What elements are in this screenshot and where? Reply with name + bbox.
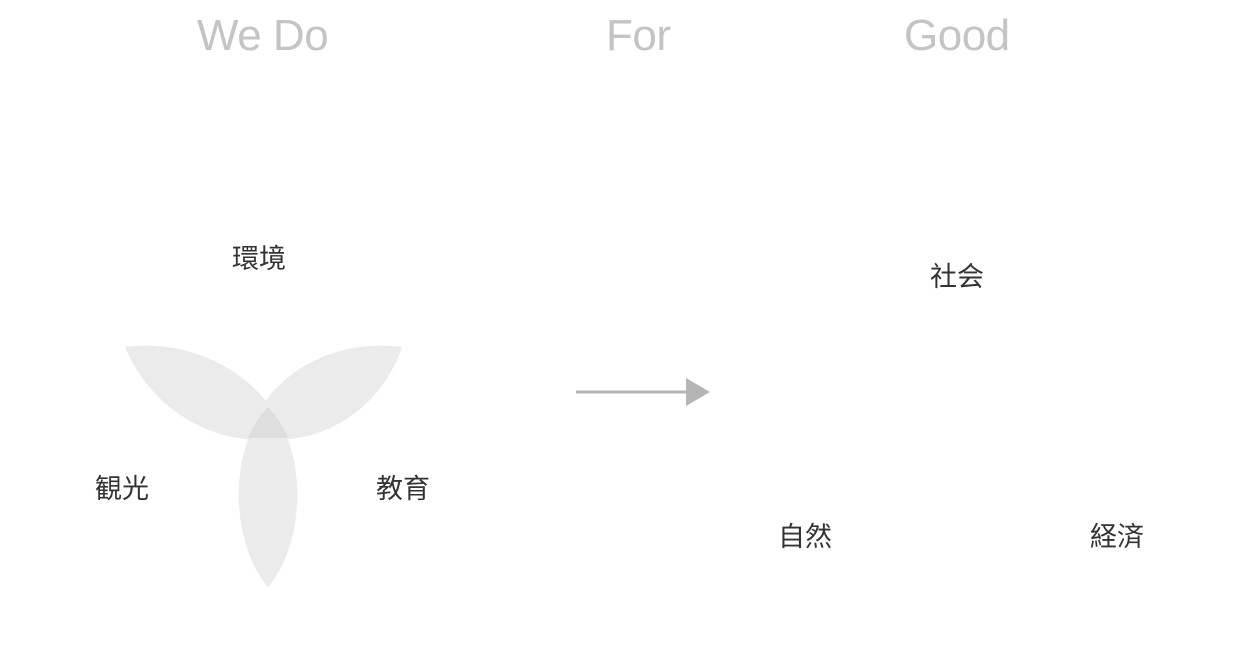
petal-right: [248, 345, 402, 440]
three-petal-shape: [125, 345, 402, 587]
petal-overlap: [248, 407, 288, 438]
for-heading: For: [606, 11, 671, 60]
label-tourism: 観光: [95, 474, 149, 505]
label-nature: 自然: [778, 522, 832, 553]
label-environment: 環境: [232, 244, 286, 275]
we-do-heading: We Do: [197, 11, 329, 60]
petal-left: [125, 345, 288, 440]
good-heading: Good: [904, 11, 1010, 60]
label-economy: 経済: [1090, 522, 1144, 553]
label-education: 教育: [376, 474, 430, 505]
label-society: 社会: [930, 262, 984, 293]
arrow-icon: [576, 378, 710, 406]
petal-bottom: [238, 407, 298, 587]
